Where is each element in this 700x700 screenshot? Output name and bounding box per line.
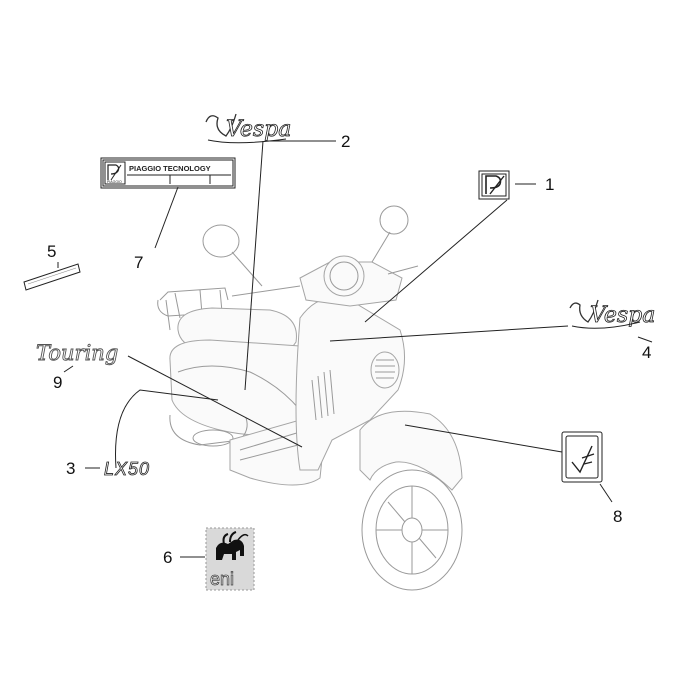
leader-lines [57, 140, 653, 558]
lx50-text: LX50 [104, 459, 150, 479]
piaggio-plate-small-text: PIAGGIO [107, 180, 122, 184]
callout-1: 1 [545, 175, 554, 194]
decal-piaggio-technology-plate[interactable]: PIAGGIO PIAGGIO TECNOLOGY [100, 157, 236, 189]
decal-vespa-logo-top[interactable]: Vespa [205, 113, 292, 144]
piaggio-square-emblem-icon [571, 445, 595, 474]
touring-script-icon: Touring [36, 341, 119, 366]
callout-numbers: 2 1 7 5 4 9 3 8 6 [47, 132, 651, 567]
decal-vespa-logo-side[interactable]: Vespa [569, 299, 656, 329]
decal-touring[interactable]: Touring [36, 341, 119, 366]
decal-strip[interactable] [23, 263, 81, 291]
vespa-logo-text-side: Vespa [590, 303, 655, 328]
decal-piaggio-square-emblem[interactable] [561, 431, 603, 483]
callout-6: 6 [163, 548, 172, 567]
vespa-script-logo-icon [205, 113, 237, 137]
decal-lx50[interactable]: LX50 [104, 459, 150, 480]
scooter-outline-icon [157, 205, 463, 591]
vespa-script-logo-icon [569, 299, 599, 323]
callout-4: 4 [642, 343, 651, 362]
decal-eni[interactable]: eni [205, 527, 255, 591]
eni-dog-logo-icon [216, 531, 249, 560]
callout-2: 2 [341, 132, 350, 151]
eni-text: eni [210, 569, 234, 589]
callout-8: 8 [613, 507, 622, 526]
vespa-logo-text-top: Vespa [226, 117, 291, 142]
callout-9: 9 [53, 373, 62, 392]
piaggio-p-badge-icon [107, 164, 122, 181]
lx50-logo-icon: LX50 [104, 459, 150, 480]
piaggio-plate-text: PIAGGIO TECNOLOGY [129, 164, 211, 173]
piaggio-p-badge-icon [485, 175, 505, 195]
callout-3: 3 [66, 459, 75, 478]
callout-5: 5 [47, 242, 56, 261]
decal-piaggio-badge[interactable] [478, 170, 510, 200]
callout-7: 7 [134, 253, 143, 272]
touring-text: Touring [36, 341, 118, 365]
